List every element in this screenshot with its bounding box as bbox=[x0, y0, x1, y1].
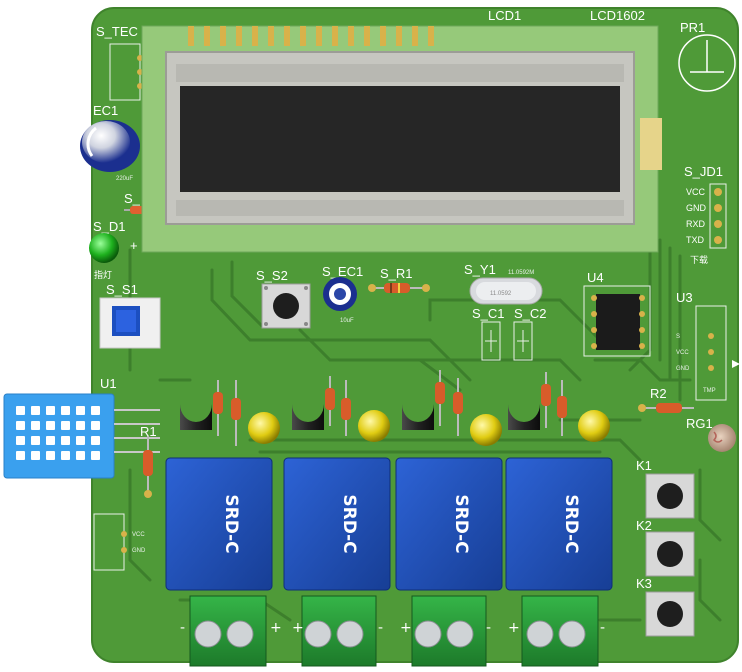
terminal-2-minus: - bbox=[378, 620, 383, 636]
label-s-ec1-value: 10uF bbox=[340, 318, 354, 324]
label-d1-plus: + bbox=[130, 238, 138, 253]
label-s-c2: S_C2 bbox=[514, 306, 547, 321]
s-r1-resistor bbox=[368, 283, 430, 293]
k1-button bbox=[645, 473, 695, 519]
label-s-tec: S_TEC bbox=[96, 24, 138, 39]
label-r1: R1 bbox=[140, 424, 157, 439]
jd-pin-gnd: GND bbox=[686, 203, 707, 213]
terminal-block-2: + - bbox=[292, 595, 383, 667]
terminal-block-4: + - bbox=[508, 595, 605, 667]
label-s-jd1: S_JD1 bbox=[684, 164, 723, 179]
relay-1-label: SRD-C bbox=[221, 494, 241, 553]
label-u4: U4 bbox=[587, 270, 604, 285]
relay-3-label: SRD-C bbox=[451, 494, 471, 553]
k2-button bbox=[645, 531, 695, 577]
rg1-photoresistor bbox=[708, 424, 736, 452]
u3-text: TMP bbox=[703, 388, 716, 394]
label-s-d1-text: 指灯 bbox=[94, 269, 112, 280]
terminal-1-plus: + bbox=[270, 620, 282, 636]
label-s-r1: S_R1 bbox=[380, 266, 413, 281]
label-download: 下载 bbox=[690, 254, 708, 265]
k3-button bbox=[645, 591, 695, 637]
crystal-marking: 11.0592 bbox=[490, 291, 512, 297]
ec1-capacitor bbox=[80, 120, 140, 172]
u3-pin-gnd: GND bbox=[676, 366, 690, 372]
label-s-c1: S_C1 bbox=[472, 306, 505, 321]
label-rg1: RG1 bbox=[686, 416, 713, 431]
terminal-3-minus: - bbox=[486, 620, 491, 636]
label-ec1-value: 220uF bbox=[116, 176, 133, 182]
label-s-d1: S_D1 bbox=[93, 219, 126, 234]
label-s-r: S_ bbox=[124, 191, 141, 206]
s-r-resistor bbox=[124, 206, 144, 214]
s-c2-capacitor bbox=[513, 321, 533, 361]
u4-chip bbox=[583, 285, 651, 357]
label-s-y1: S_Y1 bbox=[464, 262, 496, 277]
small-conn-pin-gnd: GND bbox=[132, 548, 146, 554]
u3-sensor: S VCC GND TMP bbox=[676, 305, 740, 401]
label-lcd1602: LCD1602 bbox=[590, 8, 645, 23]
label-k1: K1 bbox=[636, 458, 652, 473]
terminal-block-3: + - bbox=[400, 595, 491, 667]
label-u1: U1 bbox=[100, 376, 117, 391]
s-s1-switch bbox=[99, 297, 161, 349]
label-k2: K2 bbox=[636, 518, 652, 533]
lcd1602-module bbox=[141, 25, 662, 253]
s-ec1-capacitor bbox=[323, 277, 357, 311]
label-k3: K3 bbox=[636, 576, 652, 591]
label-s-s1: S_S1 bbox=[106, 282, 138, 297]
u3-pin-vcc: VCC bbox=[676, 350, 689, 356]
s-y1-crystal: 11.0592 bbox=[469, 277, 543, 305]
terminal-block-1: - + bbox=[180, 595, 282, 667]
s-d1-led bbox=[89, 233, 119, 263]
r2-resistor bbox=[638, 403, 694, 413]
label-lcd1: LCD1 bbox=[488, 8, 521, 23]
relay-1: SRD-C bbox=[165, 457, 273, 591]
s-c1-capacitor bbox=[481, 321, 501, 361]
label-ec1: EC1 bbox=[93, 103, 118, 118]
s-jd1-header: VCC GND RXD TXD bbox=[686, 183, 727, 249]
relay-3: SRD-C bbox=[395, 457, 503, 591]
s-s2-button bbox=[261, 283, 311, 329]
label-s-ec1: S_EC1 bbox=[322, 264, 363, 279]
terminal-4-plus: + bbox=[508, 620, 520, 636]
small-conn-pin-vcc: VCC bbox=[132, 532, 145, 538]
u1-dht-sensor bbox=[3, 393, 160, 479]
driver-channel-1 bbox=[180, 380, 280, 446]
label-r2: R2 bbox=[650, 386, 667, 401]
label-s-s2: S_S2 bbox=[256, 268, 288, 283]
label-pr1: PR1 bbox=[680, 20, 705, 35]
r1-resistor bbox=[143, 436, 153, 498]
relay-2-label: SRD-C bbox=[339, 494, 359, 553]
jd-pin-vcc: VCC bbox=[686, 187, 706, 197]
label-crystal-value: 11.0592M bbox=[508, 270, 534, 276]
driver-channel-4 bbox=[508, 372, 610, 442]
label-u3: U3 bbox=[676, 290, 693, 305]
jd-pin-txd: TXD bbox=[686, 235, 705, 245]
lcd-header-pins bbox=[188, 26, 434, 46]
relay-4: SRD-C bbox=[505, 457, 613, 591]
terminal-2-plus: + bbox=[292, 620, 304, 636]
pr1-component bbox=[678, 34, 736, 92]
small-connector: VCC GND bbox=[93, 513, 146, 571]
driver-channel-3 bbox=[402, 370, 502, 446]
terminal-4-minus: - bbox=[600, 620, 605, 636]
driver-channel-2 bbox=[292, 376, 390, 442]
terminal-1-minus: - bbox=[180, 620, 185, 636]
u3-pin-s: S bbox=[676, 334, 680, 340]
terminal-3-plus: + bbox=[400, 620, 412, 636]
relay-2: SRD-C bbox=[283, 457, 391, 591]
relay-4-label: SRD-C bbox=[561, 494, 581, 553]
jd-pin-rxd: RXD bbox=[686, 219, 706, 229]
